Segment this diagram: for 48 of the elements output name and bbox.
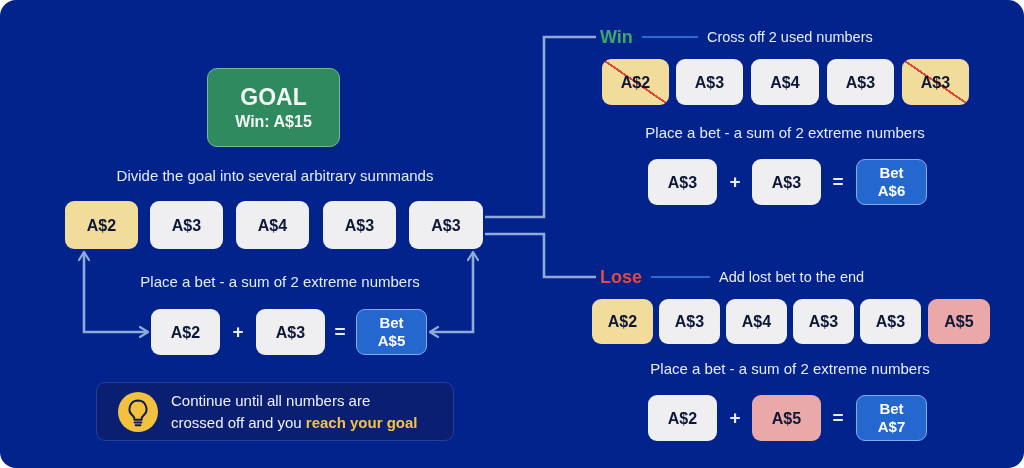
- amount-tile: A$3: [676, 59, 743, 105]
- amount-tile: A$5: [928, 299, 990, 344]
- amount-tile: A$3: [860, 299, 921, 344]
- double-headed-arrow: [77, 250, 150, 339]
- connector-line: [640, 36, 699, 38]
- plus-sign: +: [729, 171, 741, 193]
- amount-tile: A$3: [752, 159, 821, 205]
- bet-tile: Bet A$6: [856, 159, 927, 205]
- amount-tile: A$3: [827, 59, 894, 105]
- instruction-text: Place a bet - a sum of 2 extreme numbers: [140, 272, 420, 292]
- bet-tile: Bet A$5: [356, 309, 427, 355]
- amount-tile: A$3: [648, 159, 717, 205]
- step-note: Add lost bet to the end: [719, 267, 865, 287]
- amount-tile: A$3: [409, 201, 483, 249]
- goal-heading: GOAL: [240, 82, 307, 111]
- amount-tile: A$4: [751, 59, 819, 105]
- amount-tile: A$3: [793, 299, 854, 344]
- equals-sign: =: [832, 407, 844, 429]
- amount-tile: A$2: [65, 201, 138, 249]
- amount-tile: A$4: [726, 299, 787, 344]
- amount-tile: A$5: [752, 395, 821, 441]
- double-headed-arrow: [428, 250, 480, 339]
- amount-tile: A$2: [151, 309, 220, 355]
- amount-tile: A$4: [236, 201, 309, 249]
- equals-sign: =: [334, 321, 346, 343]
- amount-tile: A$3: [150, 201, 223, 249]
- tip-panel: [96, 382, 454, 441]
- instruction-text: Divide the goal into several arbitrary summands: [116, 166, 434, 186]
- plus-sign: +: [232, 321, 244, 343]
- amount-tile: A$3: [256, 309, 325, 355]
- tip-text: Continue until all numbers are crossed off and you reach your goal: [171, 391, 419, 433]
- amount-tile: A$2: [592, 299, 653, 344]
- goal-card: [207, 68, 340, 147]
- bet-tile: Bet A$7: [856, 395, 927, 441]
- outcome-heading: Lose: [600, 266, 642, 288]
- equals-sign: =: [832, 171, 844, 193]
- connector-line: [485, 232, 596, 279]
- step-note: Cross off 2 used numbers: [707, 27, 873, 47]
- connector-line: [650, 276, 711, 278]
- instruction-text: Place a bet - a sum of 2 extreme numbers: [650, 359, 930, 379]
- outcome-heading: Win: [600, 26, 633, 48]
- connector-line: [485, 35, 596, 219]
- amount-tile: A$3: [659, 299, 720, 344]
- instruction-text: Place a bet - a sum of 2 extreme numbers: [645, 123, 925, 143]
- plus-sign: +: [729, 407, 741, 429]
- amount-tile: A$3: [323, 201, 396, 249]
- goal-amount: Win: A$15: [235, 111, 312, 132]
- amount-tile: A$2: [648, 395, 717, 441]
